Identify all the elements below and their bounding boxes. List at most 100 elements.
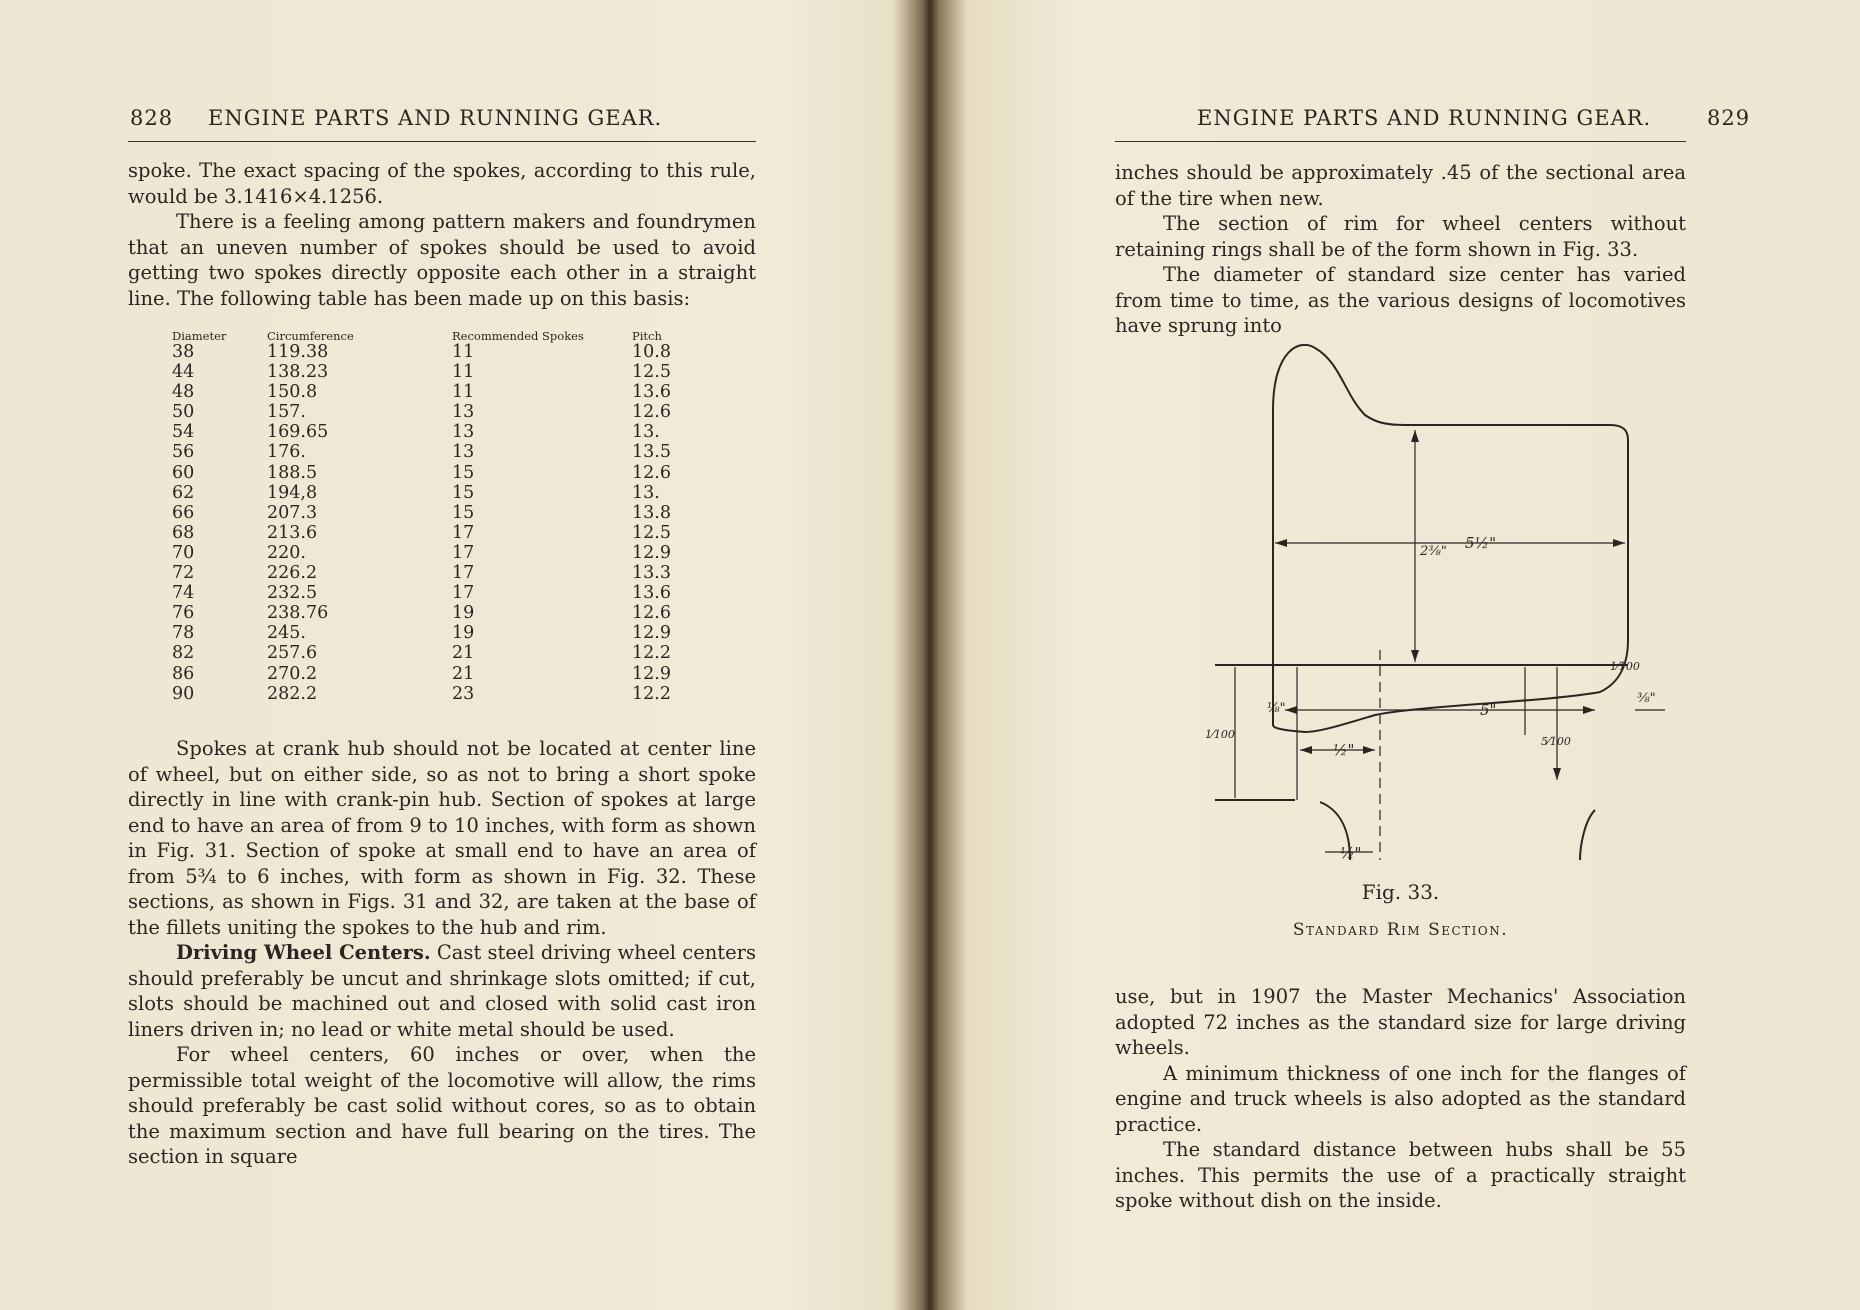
paragraph: inches should be approximately .45 of th… (1115, 161, 1686, 210)
table-cell: 76 (172, 603, 195, 624)
rim-section-figure: 5½" 2⅜" 5" ½" ½" ⅛" ⅜" 1⁄100 1⁄100 5⁄100 (1205, 343, 1665, 862)
paragraph: use, but in 1907 the Master Mechanics' A… (1115, 985, 1686, 1059)
arrow-icon (1411, 650, 1419, 662)
table-cell: 13. (632, 422, 660, 443)
table-cell: 21 (452, 663, 475, 684)
left-page: 828 ENGINE PARTS AND RUNNING GEAR. spoke… (0, 0, 915, 1310)
dimension-label: ½" (1340, 844, 1361, 862)
table-cell: 176. (267, 442, 306, 463)
table-cell: 72 (172, 563, 195, 584)
column-header: Diameter (172, 329, 227, 343)
right-intro-text: inches should be approximately .45 of th… (1115, 160, 1686, 339)
table-cell: 13.5 (632, 442, 671, 463)
table-cell: 60 (172, 462, 195, 483)
table-cell: 12.2 (632, 643, 671, 664)
right-body-text: use, but in 1907 the Master Mechanics' A… (1115, 984, 1686, 1214)
table-cell: 11 (452, 342, 475, 362)
table-cell: 12.2 (632, 683, 671, 704)
table-cell: 15 (452, 482, 475, 503)
arrow-icon (1300, 746, 1312, 754)
table-cell: 17 (452, 542, 475, 563)
table-cell: 13 (452, 442, 475, 463)
header-rule (1115, 141, 1686, 142)
dimension-label: ⅜" (1637, 691, 1656, 706)
arrow-icon (1363, 746, 1375, 754)
column-header: Recommended Spokes (452, 329, 584, 343)
table-cell: 157. (267, 402, 306, 423)
table-cell: 220. (267, 542, 306, 563)
arrow-icon (1553, 768, 1561, 780)
table-cell: 13 (452, 422, 475, 443)
table-cell: 19 (452, 603, 475, 624)
table-cell: 282.2 (267, 683, 318, 704)
table-cell: 15 (452, 502, 475, 523)
table-cell: 21 (452, 643, 475, 664)
column-header: Pitch (632, 329, 662, 343)
table-cell: 74 (172, 583, 195, 604)
dimension-label: ⅛" (1267, 701, 1286, 716)
paragraph: There is a feeling among pattern makers … (128, 210, 756, 310)
table-cell: 12.9 (632, 623, 671, 644)
table-cell: 12.9 (632, 542, 671, 563)
table-cell: 10.8 (632, 342, 671, 362)
table-cell: 12.6 (632, 402, 671, 423)
table-cell: 188.5 (267, 462, 318, 483)
dimension-label: 1⁄100 (1610, 660, 1640, 673)
arrow-icon (1613, 539, 1625, 547)
spokes-table: Diameter Circumference Recommended Spoke… (160, 330, 742, 704)
arrow-icon (1285, 706, 1297, 714)
table-cell: 78 (172, 623, 195, 644)
table-cell: 23 (452, 683, 475, 704)
figure-caption: Standard Rim Section. (1292, 920, 1509, 940)
table-cell: 62 (172, 482, 195, 503)
paragraph: A minimum thickness of one inch for the … (1115, 1061, 1686, 1136)
table-cell: 12.6 (632, 462, 671, 483)
left-intro-text: spoke. The exact spacing of the spokes, … (128, 158, 756, 311)
table-cell: 86 (172, 663, 195, 684)
table-row: 74 232.5 17 13.6 (160, 583, 742, 603)
section-heading: Driving Wheel Centers. (176, 941, 431, 964)
figure-number: Fig. 33. (1361, 880, 1440, 904)
arrow-icon (1583, 706, 1595, 714)
left-body-text: Spokes at crank hub should not be locate… (128, 736, 756, 1170)
dimension-label: 5½" (1465, 534, 1496, 552)
page-number: 828 (130, 106, 174, 130)
table-cell: 68 (172, 522, 195, 543)
dimension-label: ½" (1333, 741, 1354, 759)
table-cell: 12.5 (632, 362, 671, 383)
table-cell: 11 (452, 382, 475, 403)
table-cell: 270.2 (267, 663, 318, 684)
table-cell: 12.5 (632, 522, 671, 543)
table-cell: 13.6 (632, 583, 671, 604)
table-cell: 66 (172, 502, 195, 523)
table-cell: 138.23 (267, 362, 329, 383)
paragraph: For wheel centers, 60 inches or over, wh… (128, 1043, 756, 1168)
running-head: ENGINE PARTS AND RUNNING GEAR. (208, 106, 663, 130)
table-cell: 17 (452, 563, 475, 584)
table-cell: 17 (452, 583, 475, 604)
table-cell: 13. (632, 482, 660, 503)
arrow-icon (1411, 430, 1419, 442)
table-cell: 232.5 (267, 583, 318, 604)
dimension-label: 5⁄100 (1541, 735, 1571, 748)
table-cell: 17 (452, 522, 475, 543)
table-cell: 50 (172, 402, 195, 423)
table-cell: 44 (172, 362, 195, 383)
paragraph: Driving Wheel Centers. Cast steel drivin… (128, 940, 756, 1042)
table-cell: 48 (172, 382, 195, 403)
dimension-label: 2⅜" (1419, 544, 1447, 559)
table-cell: 82 (172, 643, 195, 664)
right-page: ENGINE PARTS AND RUNNING GEAR. 829 inche… (945, 0, 1860, 1310)
table-cell: 90 (172, 683, 195, 704)
